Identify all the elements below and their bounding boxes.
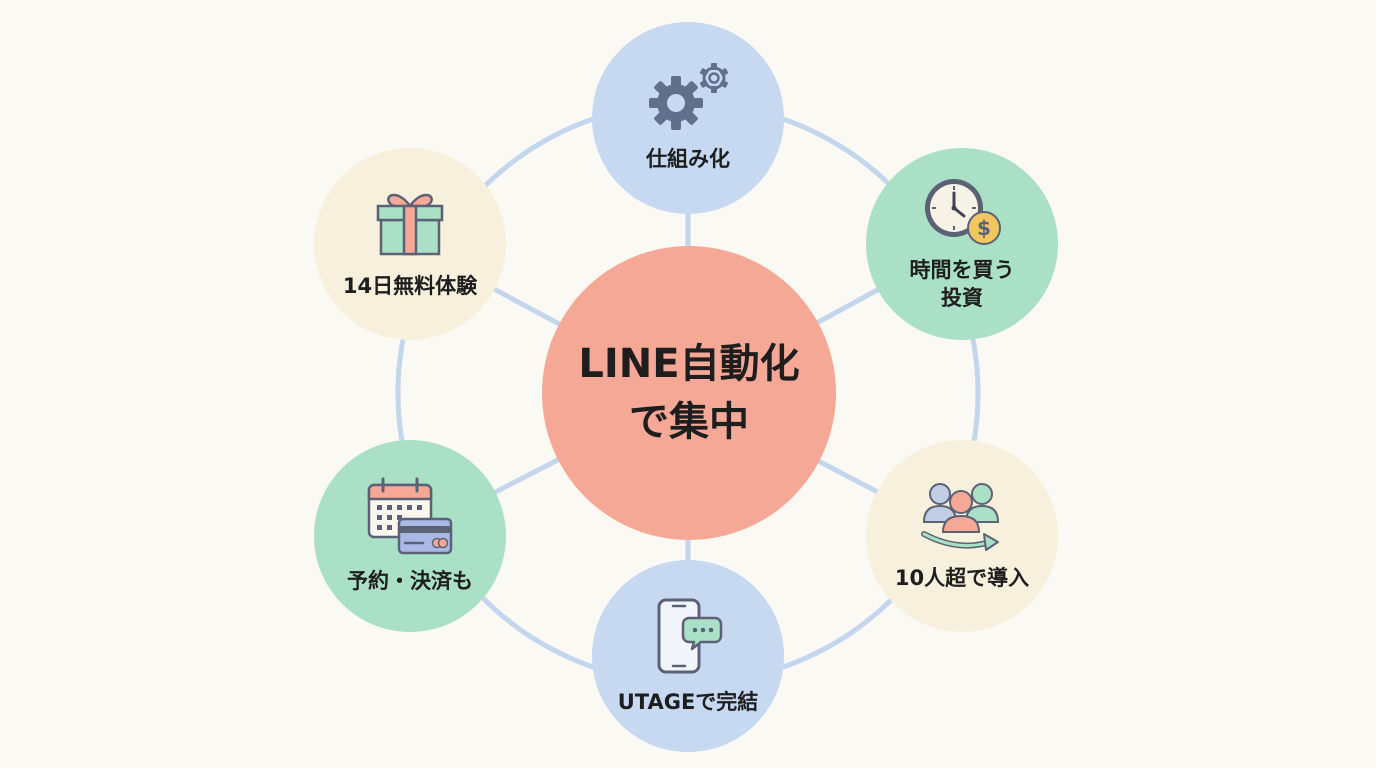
- node-juunin-label: 10人超で導入: [894, 565, 1030, 590]
- calendar-card-icon: [367, 477, 453, 555]
- gift-icon: [376, 193, 444, 256]
- node-utage-label: UTAGEで完結: [617, 689, 759, 714]
- center-label-line1: LINE自動化: [578, 341, 800, 387]
- center-node: LINE自動化 で集中: [542, 246, 836, 540]
- node-shikumika-label: 仕組み化: [646, 146, 730, 171]
- people-arrow-icon: [921, 482, 1000, 551]
- node-jikan-label-line1: 時間を買う: [909, 257, 1015, 282]
- center-label-line2: で集中: [629, 399, 749, 445]
- svg-text:$: $: [977, 216, 991, 240]
- smartphone-chat-icon: [657, 598, 723, 674]
- node-muryou-taiken: 14日無料体験: [314, 148, 506, 340]
- node-jikan-toushi: $ 時間を買う 投資: [866, 148, 1058, 340]
- gears-icon: [649, 62, 729, 130]
- clock-coin-icon: $: [925, 178, 1001, 245]
- node-juunin-dounyuu: 10人超で導入: [866, 440, 1058, 632]
- node-utage-kanketsu: UTAGEで完結: [592, 560, 784, 752]
- node-jikan-label-line2: 投資: [941, 286, 983, 310]
- node-yoyaku-kessai: 予約・決済も: [314, 440, 506, 632]
- node-muryou-label: 14日無料体験: [342, 273, 478, 298]
- node-yoyaku-label: 予約・決済も: [347, 568, 473, 593]
- node-shikumika: 仕組み化: [592, 22, 784, 214]
